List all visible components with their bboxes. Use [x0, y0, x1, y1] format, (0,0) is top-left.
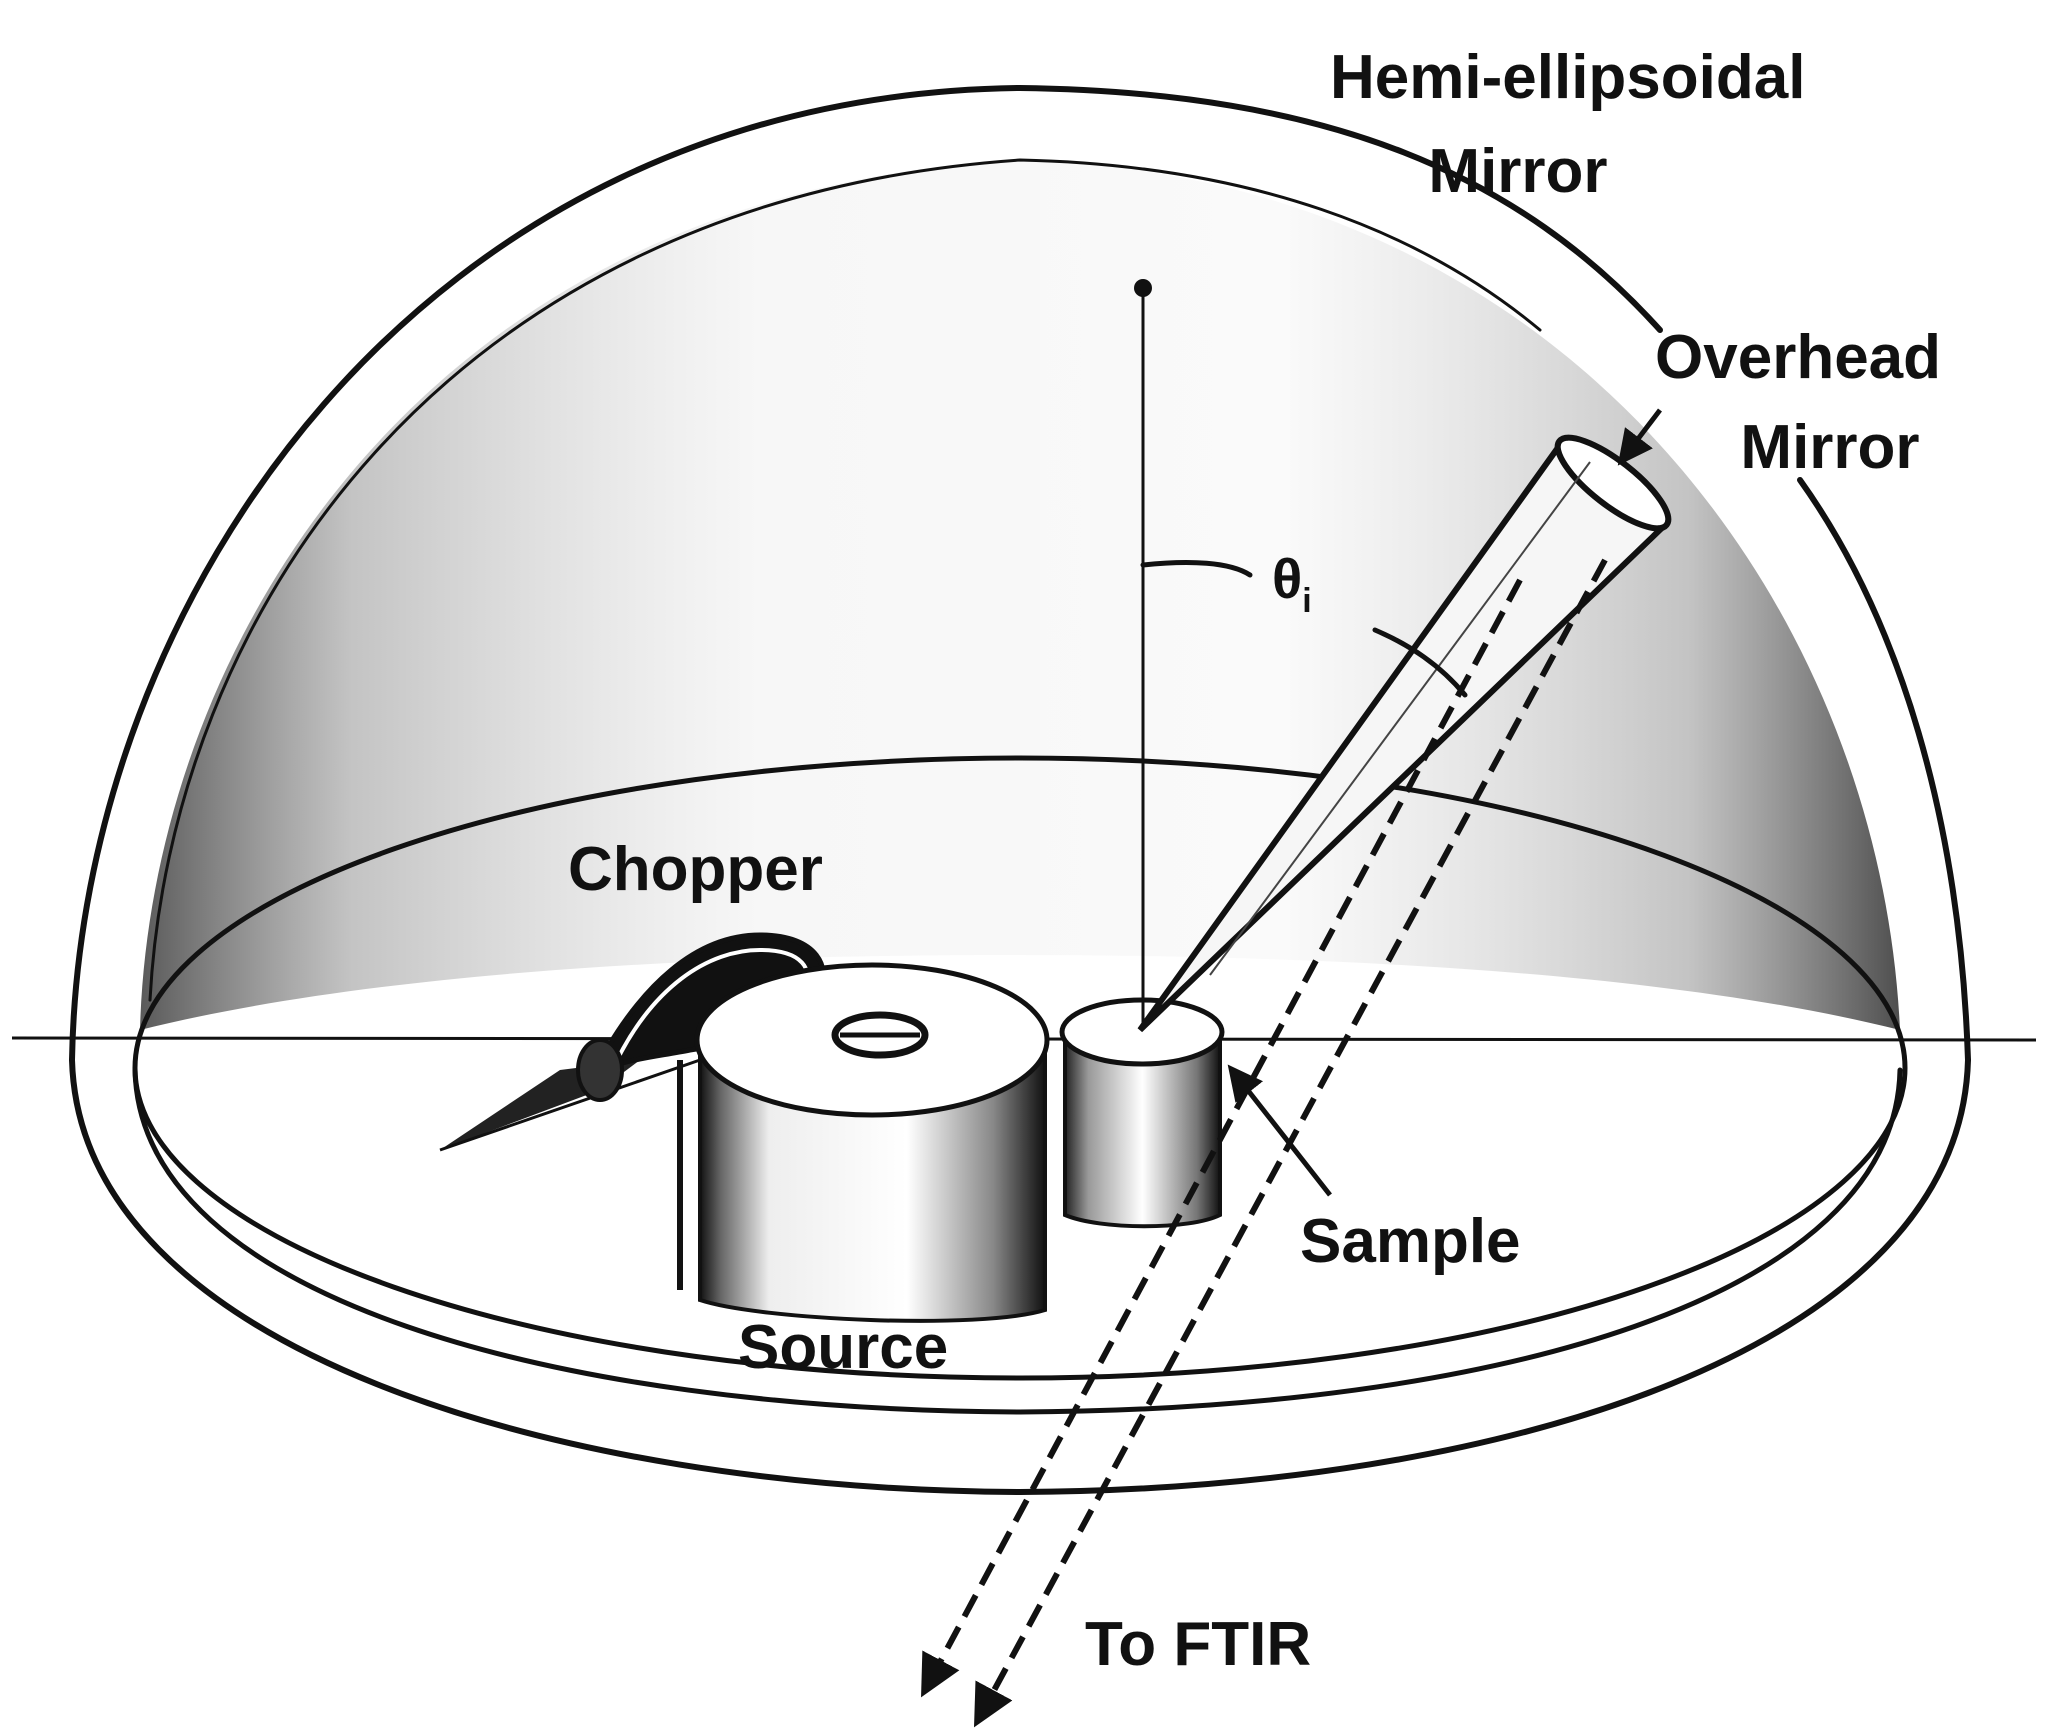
- dome-inner-base: [132, 1067, 1903, 1415]
- label-overhead-line1: Overhead: [1655, 323, 1941, 392]
- dome-outer-base: [69, 1057, 1971, 1495]
- dome-outer-outline: [69, 85, 1663, 1063]
- label-to-ftir: To FTIR: [1085, 1610, 1311, 1679]
- ftir-beam-left: [921, 578, 1523, 1698]
- normal-line-dot: [1134, 279, 1152, 297]
- label-mirror-line1: Hemi-ellipsoidal: [1330, 43, 1805, 112]
- ftir-beam-right: [974, 558, 1608, 1728]
- sample-cylinder: [1059, 997, 1225, 1229]
- label-theta-subscript: i: [1302, 582, 1311, 620]
- label-source: Source: [738, 1313, 948, 1382]
- overhead-mirror-beam: [1137, 434, 1672, 1033]
- angle-arc-lower: [1372, 627, 1468, 698]
- label-theta: θi: [1272, 547, 1312, 620]
- label-chopper: Chopper: [568, 835, 823, 904]
- overhead-mirror-arrow: [1617, 408, 1662, 466]
- label-mirror-line2: Mirror: [1428, 137, 1607, 206]
- label-sample: Sample: [1300, 1207, 1521, 1276]
- sample-arrow: [1227, 1064, 1332, 1197]
- label-theta-symbol: θ: [1272, 547, 1302, 610]
- source-cylinder: [677, 962, 1050, 1323]
- dome-inner-arc: [148, 158, 1542, 1002]
- dome-inner-shading: [140, 160, 1900, 1030]
- dome-outer-outline-right: [1797, 477, 1971, 1063]
- label-overhead-line2: Mirror: [1740, 413, 1919, 482]
- angle-arc-upper: [1140, 560, 1253, 578]
- chopper: [439, 932, 826, 1152]
